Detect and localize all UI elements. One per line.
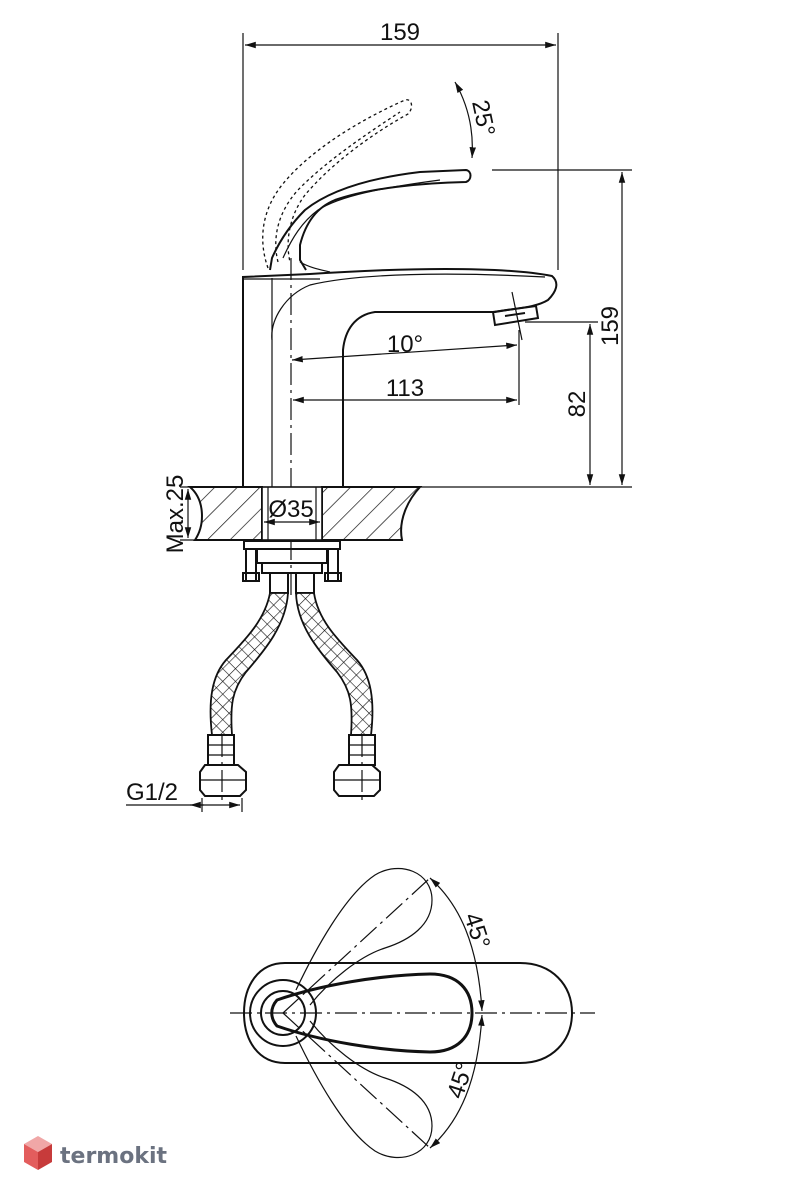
handle-rotated-up xyxy=(295,867,433,1006)
dim-rotation-down-label: 45° xyxy=(442,1059,479,1102)
dim-spout-height-label: 82 xyxy=(564,391,591,418)
brand-cube-icon xyxy=(24,1136,52,1170)
supply-hoses xyxy=(199,592,381,802)
dim-overall-width-label: 159 xyxy=(380,19,420,46)
dimension-overall-width: 159 xyxy=(242,19,559,270)
handle-raised-outline xyxy=(262,99,413,269)
top-view: 45° 45° xyxy=(230,867,595,1159)
brand-name: termokit xyxy=(60,1144,167,1169)
countertop-section: Ø35 xyxy=(187,486,423,541)
side-view: 159 159 82 25° xyxy=(126,19,632,812)
aerator xyxy=(491,291,540,341)
dimension-overall-height: 159 xyxy=(420,169,632,488)
dim-hole-diameter-label: Ø35 xyxy=(268,496,313,523)
dim-rotation-up-label: 45° xyxy=(458,910,495,953)
brand-logo: termokit xyxy=(24,1136,167,1170)
dim-connection-thread-label: G1/2 xyxy=(126,779,178,806)
body-plate xyxy=(242,962,574,1064)
dim-spout-reach-label: 113 xyxy=(386,375,424,402)
mounting-kit xyxy=(242,540,342,594)
handle-outline xyxy=(269,168,472,271)
dimension-connection-thread: G1/2 xyxy=(126,779,243,812)
dimension-max-deck: Max.25 xyxy=(162,475,200,554)
handle-rotated-down xyxy=(295,1020,433,1159)
dimension-spout-reach: 113 xyxy=(293,330,520,405)
dimension-spout-angle: 10° xyxy=(291,331,518,363)
dim-max-deck-label: Max.25 xyxy=(162,475,189,554)
dimension-handle-tilt: 25° xyxy=(454,81,500,159)
dim-spout-angle-label: 10° xyxy=(387,331,423,358)
faucet-body xyxy=(242,268,558,487)
dimension-spout-height: 82 xyxy=(525,321,598,485)
dim-overall-height-label: 159 xyxy=(597,306,624,346)
